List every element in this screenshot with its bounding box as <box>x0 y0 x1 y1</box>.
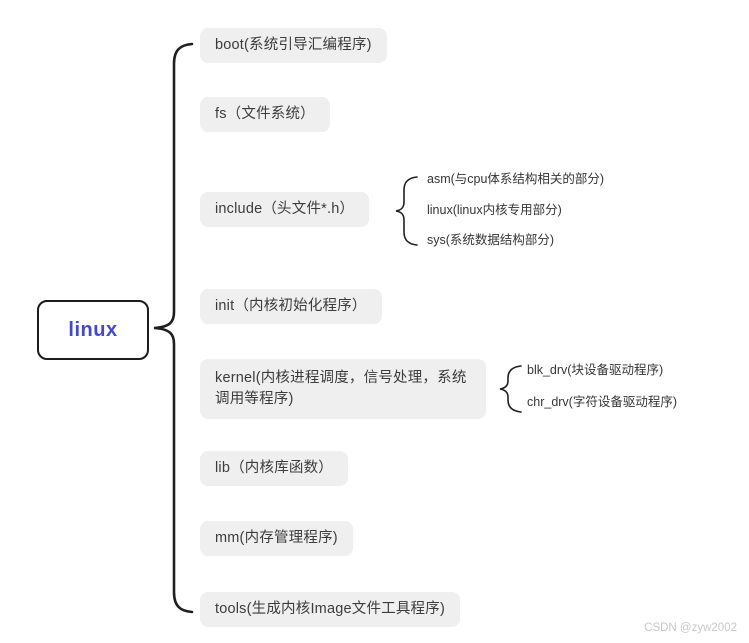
node-include[interactable]: include（头文件*.h） <box>200 192 370 227</box>
node-init[interactable]: init（内核初始化程序） <box>200 289 382 324</box>
root-node-label: linux <box>68 318 118 341</box>
root-node-linux[interactable]: linux <box>37 300 149 360</box>
node-tools[interactable]: tools(生成内核Image文件工具程序) <box>200 592 460 627</box>
node-kernel[interactable]: kernel(内核进程调度，信号处理，系统调用等程序) <box>200 359 486 419</box>
node-kernel-child-blk-drv[interactable]: blk_drv(块设备驱动程序) <box>527 363 664 377</box>
kernel-brace-connector <box>499 365 522 413</box>
include-brace-connector <box>395 176 418 246</box>
node-kernel-child-chr-drv[interactable]: chr_drv(字符设备驱动程序) <box>527 395 678 409</box>
node-fs[interactable]: fs（文件系统） <box>200 97 330 132</box>
node-include-child-sys[interactable]: sys(系统数据结构部分) <box>427 233 555 247</box>
node-include-child-asm[interactable]: asm(与cpu体系结构相关的部分) <box>427 172 605 186</box>
node-include-child-linux[interactable]: linux(linux内核专用部分) <box>427 203 562 217</box>
node-boot[interactable]: boot(系统引导汇编程序) <box>200 28 387 63</box>
csdn-watermark: CSDN @zyw2002 <box>644 622 737 634</box>
root-brace-connector <box>153 42 194 614</box>
node-lib[interactable]: lib（内核库函数） <box>200 451 349 486</box>
node-mm[interactable]: mm(内存管理程序) <box>200 521 353 556</box>
